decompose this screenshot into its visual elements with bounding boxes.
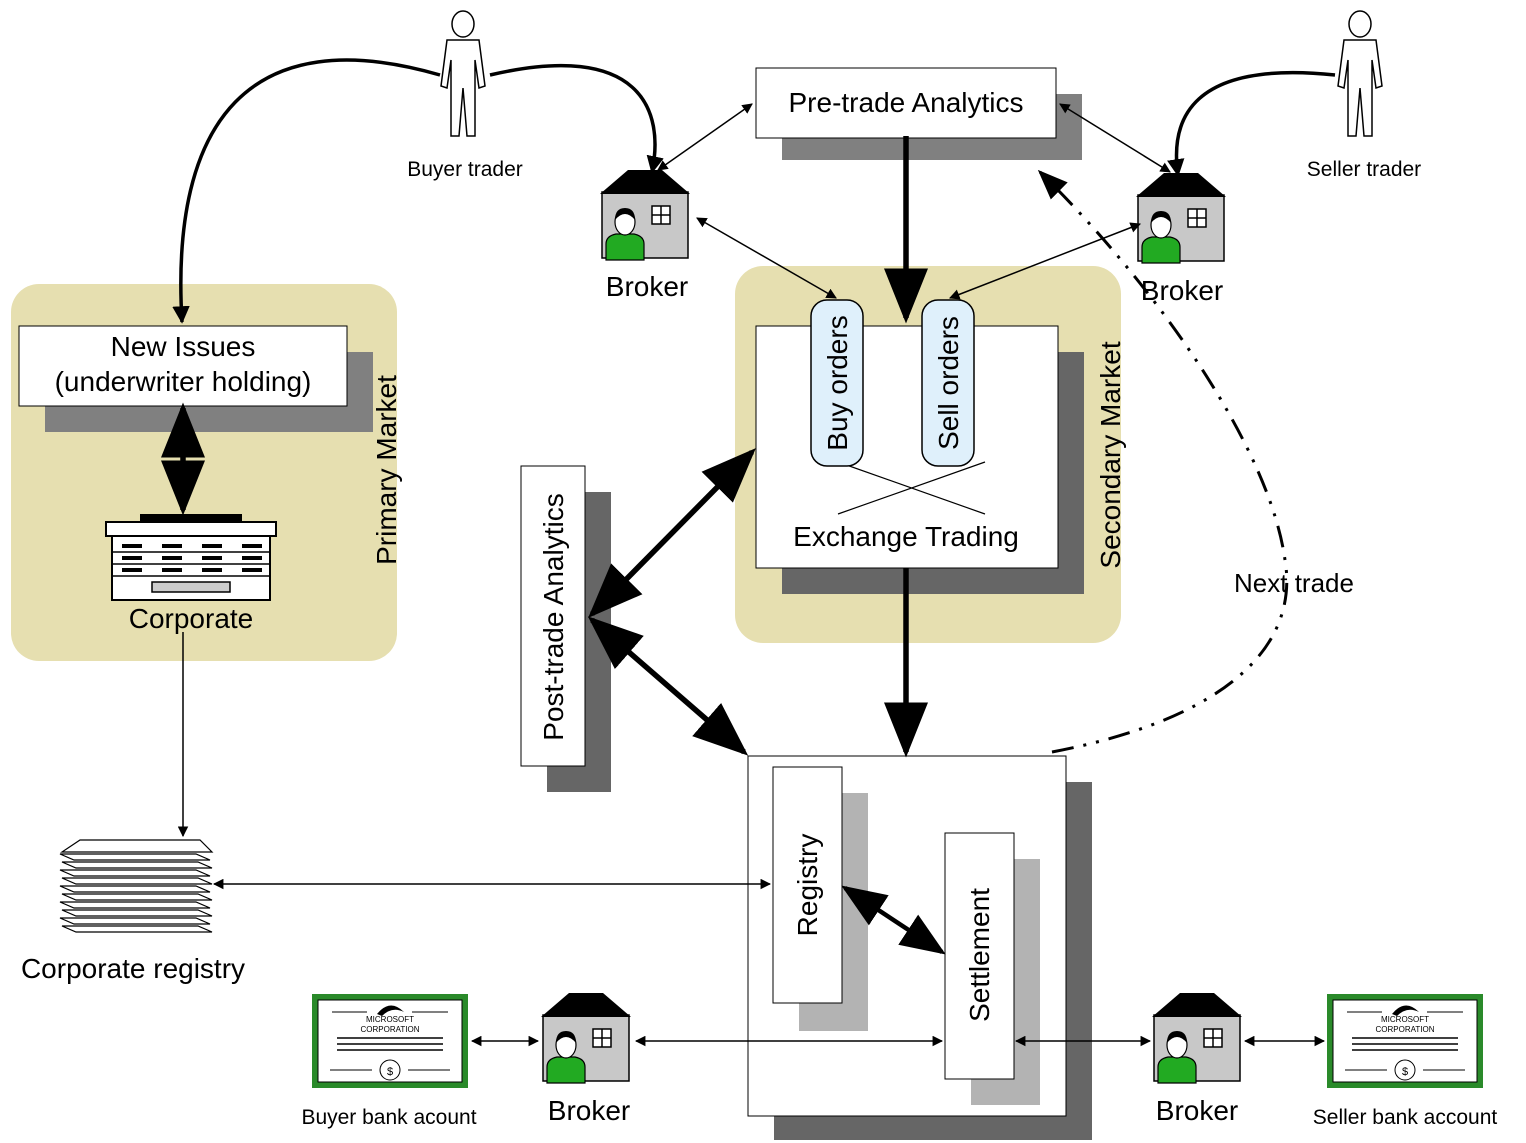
post-trade-label: Post-trade Analytics [538,493,569,740]
primary-market-label: Primary Market [371,375,402,565]
settlement-box [944,832,1015,1080]
registry-box [772,766,843,1004]
seller-cert-line1: MICROSOFT [1381,1015,1429,1024]
new-issues-label-1: New Issues [111,331,256,362]
corporate-registry-label: Corporate registry [21,953,245,984]
registry-settlement-link [841,885,946,955]
buyer-cert-line1: MICROSOFT [366,1015,414,1024]
broker-top-right-icon [1135,172,1227,264]
seller-to-broker-arrow [1167,70,1336,177]
seller-trader-label: Seller trader [1307,158,1421,181]
posttrade-registry-link [587,616,749,756]
broker-top-left-label: Broker [606,271,688,302]
document-stack-icon [59,839,214,933]
pre-trade-box [755,67,1057,139]
settlement-label: Settlement [964,888,995,1022]
buyer-certificate-icon: MICROSOFT CORPORATION $ [311,993,469,1089]
broker-top-right-label: Broker [1141,275,1223,306]
seller-trader-icon [1337,10,1383,137]
exchange-trading-box [755,325,1059,569]
corporate-building-icon [105,514,277,601]
next-trade-label: Next trade [1234,568,1354,598]
broker-buy-orders-link [696,217,837,299]
buyer-cert-line2: CORPORATION [361,1025,420,1034]
buy-orders-label: Buy orders [822,315,853,450]
sell-orders-label: Sell orders [933,316,964,450]
seller-bank-label: Seller bank account [1313,1106,1498,1129]
buyer-to-new-issues-arrow [172,58,441,324]
seller-cert-line2: CORPORATION [1376,1025,1435,1034]
exchange-trading-label: Exchange Trading [793,521,1019,552]
seller-certificate-icon: MICROSOFT CORPORATION $ [1326,993,1484,1089]
buyer-trader-icon [440,10,486,137]
post-trade-box [520,465,586,767]
buyer-to-broker-arrow [489,63,664,174]
secondary-market-label: Secondary Market [1095,341,1126,568]
pretrade-seller-broker-link [1059,103,1171,173]
exchange-posttrade-link [588,448,756,618]
new-issues-label-2: (underwriter holding) [55,366,312,397]
pre-trade-label: Pre-trade Analytics [789,87,1024,118]
buyer-bank-label: Buyer bank acount [301,1106,476,1129]
broker-bottom-right-icon [1151,992,1243,1084]
buy-orders-pill [810,299,864,467]
broker-bottom-right-label: Broker [1156,1095,1238,1126]
broker-bottom-left-label: Broker [548,1095,630,1126]
buyer-cert-symbol: $ [387,1066,393,1078]
broker-pretrade-link [657,103,753,171]
broker-bottom-left-icon [540,992,632,1084]
seller-cert-symbol: $ [1402,1066,1408,1078]
broker-top-left-icon [599,169,691,261]
corporate-label: Corporate [129,603,254,634]
buyer-trader-label: Buyer trader [407,158,523,181]
broker-sell-orders-link [949,222,1141,300]
next-trade-loop-arrow [1037,169,1289,754]
sell-orders-pill [921,299,975,467]
new-issues-box [18,325,348,407]
registry-label: Registry [792,834,823,937]
